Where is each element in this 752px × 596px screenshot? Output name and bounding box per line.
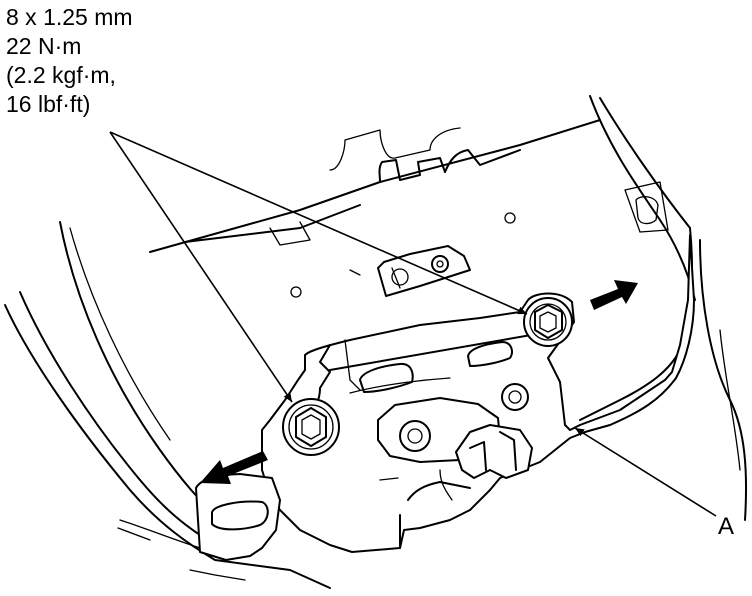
torque-lbfft-label: 16 lbf·ft)	[6, 91, 91, 117]
torque-nm-label: 22 N·m	[6, 33, 82, 59]
left-body-panel	[4, 221, 331, 589]
bolt-size-label: 8 x 1.25 mm	[6, 4, 133, 30]
torque-kgfm-label: (2.2 kgf·m,	[6, 62, 116, 88]
upper-bracket	[377, 245, 471, 297]
move-left-arrow-icon	[200, 451, 268, 484]
leader-callout-a	[574, 427, 717, 517]
lower-left-bracket	[189, 473, 281, 581]
leader-to-upper-bolt	[109, 131, 528, 315]
move-right-arrow-icon	[590, 280, 638, 310]
latch-mechanism	[377, 383, 533, 549]
callout-a-label: A	[718, 513, 735, 540]
bolt-lower-left	[282, 398, 340, 456]
leader-to-lower-bolt	[109, 131, 293, 403]
bolt-upper-right	[523, 297, 573, 347]
